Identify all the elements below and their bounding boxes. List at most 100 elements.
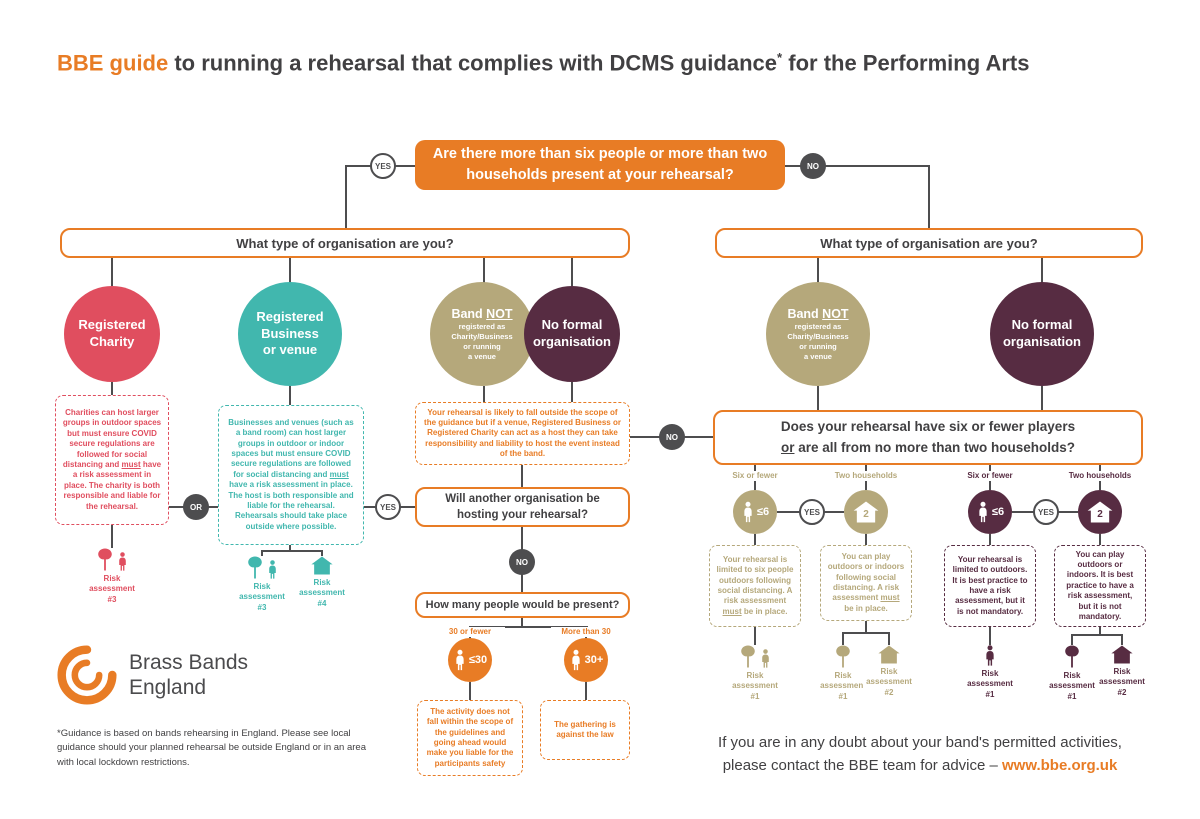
connector-line <box>754 534 756 545</box>
node-label: Band <box>787 306 823 321</box>
max-6-value: ≤6 <box>756 506 770 518</box>
plum-outcome-box-1: Your rehearsal is limited to outdoors. I… <box>944 545 1036 627</box>
tree-icon <box>834 645 852 668</box>
connector-line <box>928 165 930 228</box>
page-title: BBE guide to running a rehearsal that co… <box>57 50 1029 76</box>
question-text: Does your rehearsal have six or fewer pl… <box>780 418 1076 434</box>
contact-note: If you are in any doubt about your band'… <box>680 731 1160 778</box>
two-households-circle-khaki: 2 <box>844 490 888 534</box>
org-question-box-right: What type of organisation are you? <box>715 228 1143 258</box>
connector-line <box>785 165 929 167</box>
node-label: Band <box>451 306 487 321</box>
risk-label: Risk <box>880 667 898 676</box>
connector-line <box>261 550 263 558</box>
risk-label: assessment <box>1099 677 1145 687</box>
over-30-circle: 30+ <box>564 638 608 682</box>
risk-label: Risk <box>103 574 121 583</box>
bbe-logo-icon <box>57 645 117 705</box>
connector-line <box>817 386 819 410</box>
under-30-info-text: The activity does not fall within the sc… <box>426 706 514 768</box>
tree-icon <box>97 548 112 571</box>
connector-line <box>842 632 844 645</box>
node-label: registered as <box>458 321 506 331</box>
info-text: must <box>121 460 141 469</box>
house-icon <box>311 556 333 575</box>
logo-line: England <box>129 676 207 699</box>
node-label: or running <box>799 342 837 352</box>
risk-assessment-business-3: Risk assessment #3 <box>230 556 294 614</box>
how-many-question-box: How many people would be present? <box>415 592 630 618</box>
top-question-box: Are there more than six people or more t… <box>415 140 785 190</box>
connector-line <box>888 632 890 645</box>
under-30-info-box: The activity does not fall within the sc… <box>417 700 523 776</box>
risk-assessment-khaki-1: Risk assessment #1 <box>723 645 787 703</box>
connector-line <box>817 258 819 286</box>
info-text: Businesses and venues (such as a band ro… <box>228 417 354 479</box>
yes-pill: YES <box>799 499 825 525</box>
two-households-circle-plum: 2 <box>1078 490 1122 534</box>
risk-label: assessment <box>239 592 285 602</box>
node-no-formal-left: No formal organisation <box>524 286 620 382</box>
node-label: organisation <box>1002 334 1081 349</box>
connector-line <box>111 258 113 286</box>
over-30-info-box: The gathering is against the law <box>540 700 630 760</box>
node-label: Band NOT <box>787 306 848 322</box>
outcome-text: Your rehearsal is limited to six people … <box>716 554 794 606</box>
node-label: Band NOT <box>451 306 512 322</box>
guidance-footnote: *Guidance is based on bands rehearsing i… <box>57 728 366 768</box>
bbe-logo: Brass Bands England <box>57 645 248 705</box>
connector-line <box>470 626 588 628</box>
risk-label: Risk <box>981 669 999 678</box>
six-or-fewer-label-plum: Six or fewer <box>955 471 1025 481</box>
risk-assessment-plum-2: Risk assessment #1 <box>1046 645 1098 703</box>
tree-icon <box>247 556 262 579</box>
connector-line <box>469 682 471 700</box>
node-band-not-registered-left: Band NOT registered as Charity/Business … <box>430 282 534 386</box>
connector-line <box>521 618 523 626</box>
thirty-fewer-label: 30 or fewer <box>435 627 505 637</box>
risk-number: #3 <box>107 594 117 604</box>
node-label: organisation <box>532 334 611 349</box>
risk-label: assessment <box>820 681 866 691</box>
house-icon: 2 <box>1087 501 1113 523</box>
max-30-value: ≤30 <box>468 654 488 666</box>
connector-line <box>989 534 991 545</box>
risk-number: #1 <box>985 689 995 699</box>
no-pill: NO <box>659 424 685 450</box>
connector-line <box>1041 386 1043 410</box>
how-many-question-text: How many people would be present? <box>425 599 620 611</box>
connector-line <box>585 682 587 700</box>
risk-number: #2 <box>884 687 894 697</box>
risk-label: Risk <box>834 671 852 680</box>
node-label: No formal <box>541 317 603 333</box>
risk-number: #3 <box>257 602 267 612</box>
connector-line <box>483 258 485 286</box>
outcome-text: Your rehearsal is limited to six people … <box>716 555 794 617</box>
tree-icon <box>740 645 755 668</box>
risk-label: Risk <box>1063 671 1081 680</box>
six-or-fewer-question-box: Does your rehearsal have six or fewer pl… <box>713 410 1143 465</box>
hosting-question-box: Will another organisation be hosting you… <box>415 487 630 527</box>
bbe-website-link[interactable]: www.bbe.org.uk <box>1002 757 1118 775</box>
connector-line <box>261 550 323 552</box>
yes-pill: YES <box>370 153 396 179</box>
risk-assessment-business-4: Risk assessment #4 <box>294 556 350 610</box>
connector-line <box>345 165 347 228</box>
connector-line <box>1071 634 1073 645</box>
node-label: NOT <box>486 306 513 321</box>
tree-icon <box>836 645 850 668</box>
question-text: are all from no more than two households… <box>794 439 1076 455</box>
node-label: NOT <box>822 306 849 321</box>
person-icon <box>118 552 126 571</box>
outcome-text: You can play outdoors or indoors. It is … <box>1066 549 1134 621</box>
charity-info-box: Charities can host larger groups in outd… <box>55 395 169 525</box>
max-6-circle-khaki: ≤6 <box>733 490 777 534</box>
node-label: a venue <box>468 352 496 362</box>
node-registered-business: Registered Business or venue <box>238 282 342 386</box>
risk-number: #1 <box>838 691 848 701</box>
max-6-value: ≤6 <box>991 506 1005 518</box>
title-rest: to running a rehearsal that complies wit… <box>168 50 777 76</box>
connector-line <box>289 258 291 286</box>
question-text: or <box>780 439 795 455</box>
